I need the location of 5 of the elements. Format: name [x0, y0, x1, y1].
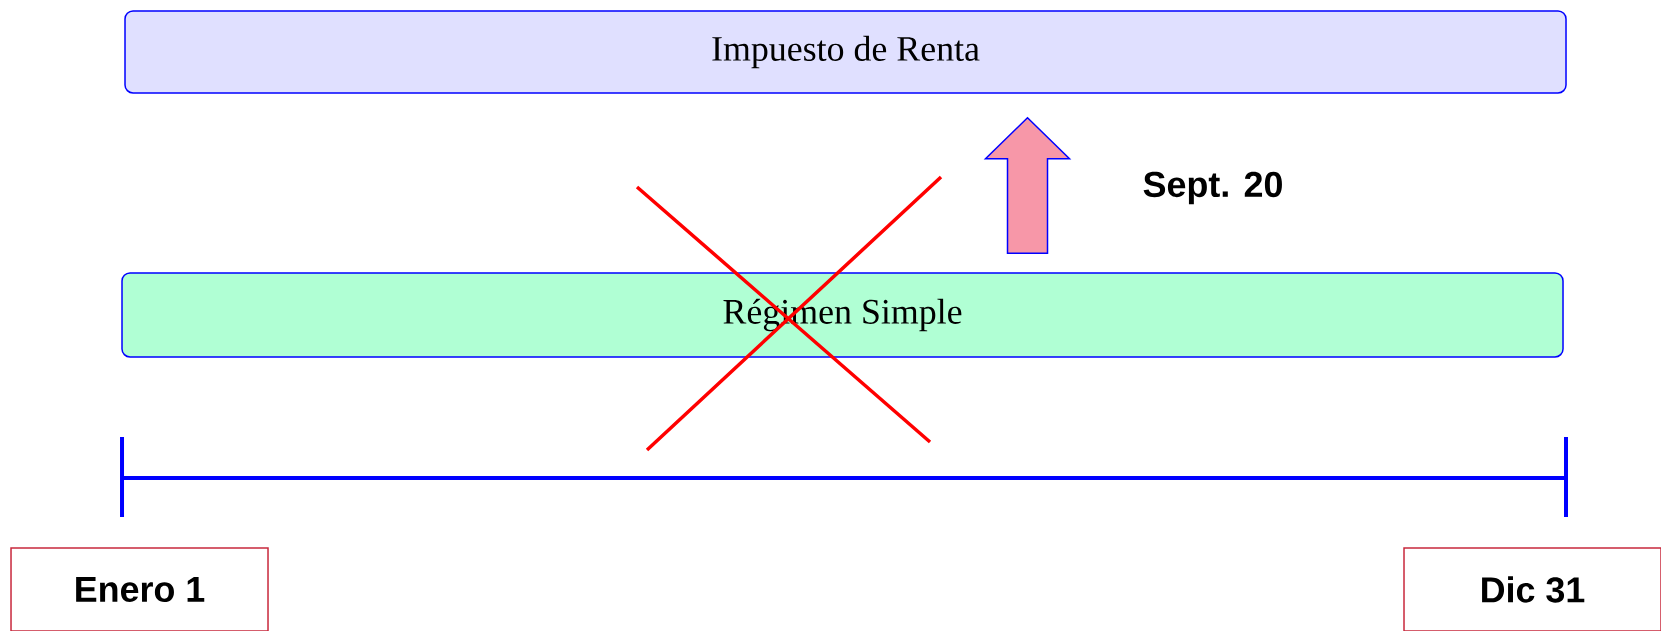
date-box: Dic 31	[1403, 547, 1661, 631]
block-arrow	[983, 116, 1072, 254]
date-box: Enero 1	[10, 547, 269, 631]
bar-box: Impuesto de Renta	[124, 10, 1567, 94]
edge-label: Sept. 20	[1143, 171, 1282, 205]
